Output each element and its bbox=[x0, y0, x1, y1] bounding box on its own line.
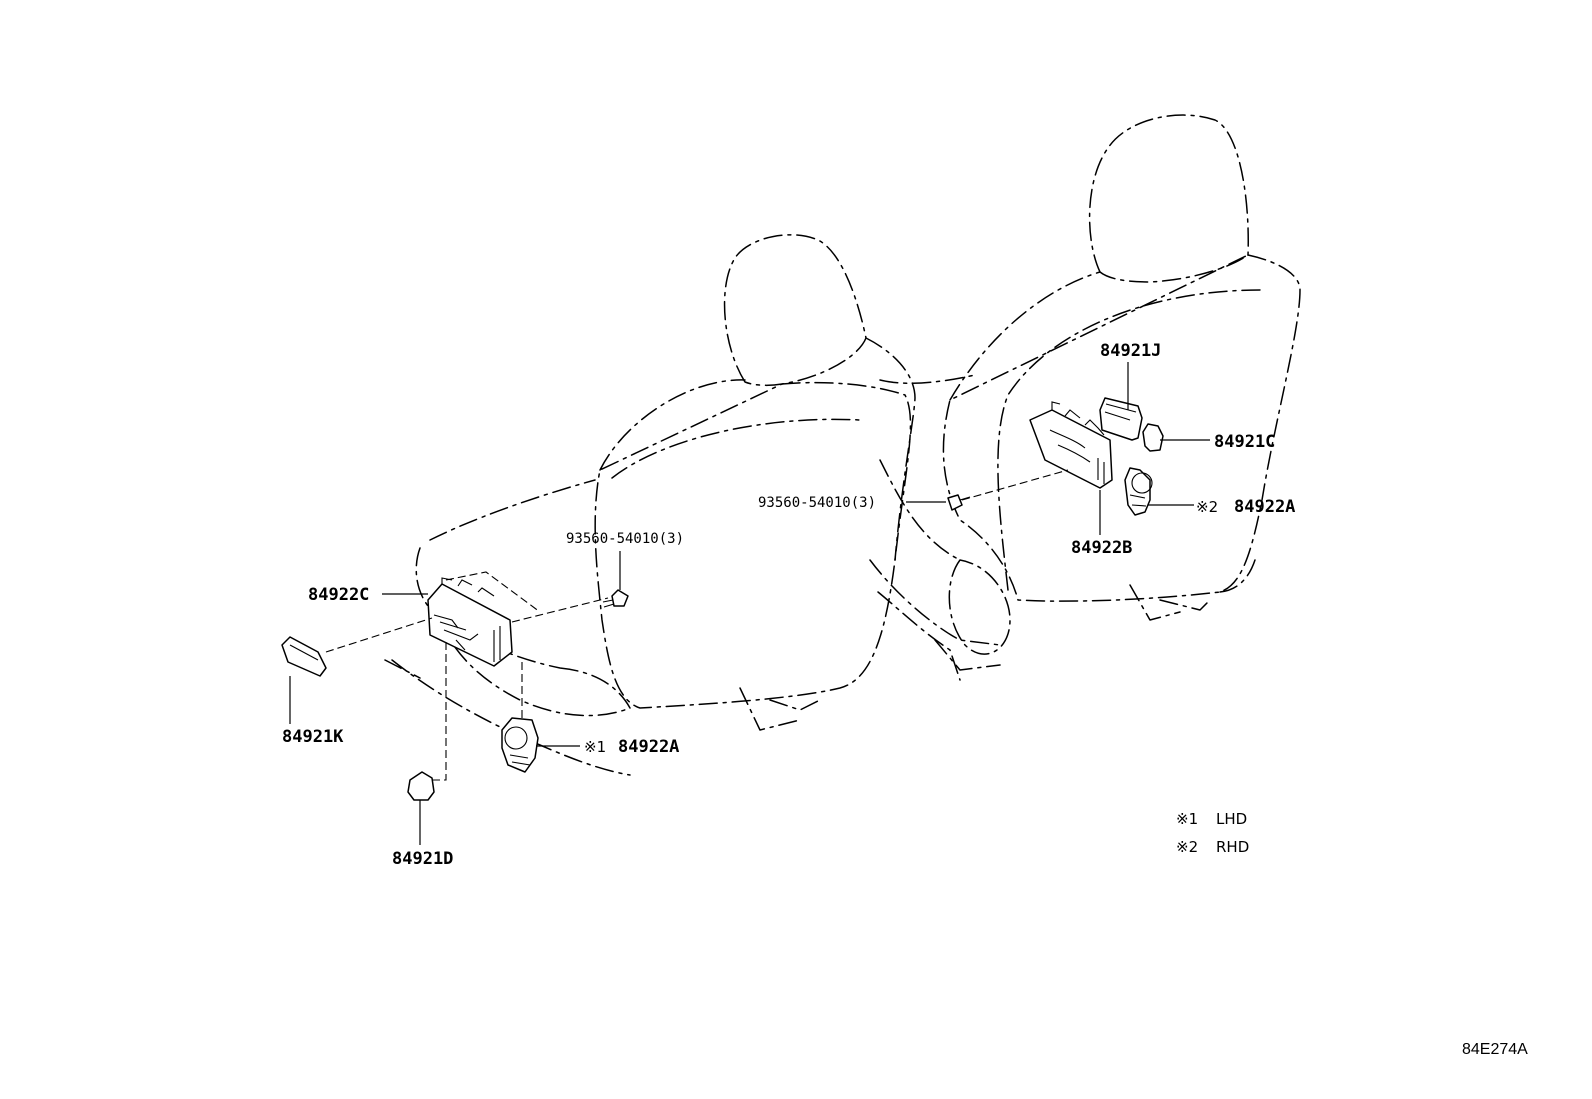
right-seat-headrest bbox=[1088, 114, 1249, 283]
left-seat-rail bbox=[384, 659, 821, 776]
part-84921J-knob bbox=[1099, 397, 1143, 441]
legend-mark-2: ※2 bbox=[1176, 838, 1198, 856]
part-84922B-switch bbox=[1029, 401, 1113, 489]
guide-84921D bbox=[432, 640, 447, 781]
guide-84921K bbox=[325, 617, 433, 653]
legend-mark-1: ※1 bbox=[1176, 810, 1198, 828]
left-seat-side-bolster bbox=[865, 337, 916, 561]
left-seat-headrest bbox=[723, 234, 867, 387]
left-seat-backrest bbox=[594, 379, 912, 709]
right-seat-cushion-front bbox=[948, 559, 1011, 655]
guide-84922C-top bbox=[445, 571, 541, 613]
guide-bolt-right bbox=[961, 469, 1069, 501]
label-84921C: 84921C bbox=[1214, 432, 1275, 452]
marker-lhd: ※1 bbox=[584, 738, 606, 756]
right-seat-cushion-base bbox=[877, 591, 961, 681]
label-84922B: 84922B bbox=[1071, 538, 1132, 558]
right-seat-back-lower bbox=[1219, 559, 1256, 593]
part-84922C-switch bbox=[427, 577, 513, 667]
right-seat-outline bbox=[869, 114, 1301, 681]
label-84922C: 84922C bbox=[308, 585, 369, 605]
part-84922A-lhd-switch bbox=[501, 717, 539, 773]
right-seat-rail bbox=[934, 584, 1211, 671]
label-84921J: 84921J bbox=[1100, 341, 1161, 361]
label-84921K: 84921K bbox=[282, 727, 344, 747]
part-84922A-rhd-switch bbox=[1124, 467, 1153, 516]
label-bolt-left: 93560-54010(3) bbox=[566, 531, 684, 547]
right-seat-backrest bbox=[942, 254, 1301, 602]
part-84921D-knob bbox=[407, 771, 435, 801]
label-84922A-rhd: 84922A bbox=[1234, 497, 1295, 517]
label-bolt-right: 93560-54010(3) bbox=[758, 495, 876, 511]
marker-rhd: ※2 bbox=[1196, 498, 1218, 516]
label-84921D: 84921D bbox=[392, 849, 453, 869]
right-seat-cushion bbox=[869, 374, 1001, 646]
part-bolt-right bbox=[947, 494, 971, 511]
part-84921K-knob bbox=[281, 636, 327, 677]
part-bolt-left bbox=[602, 589, 629, 608]
legend: ※1 LHD ※2 RHD bbox=[1176, 810, 1249, 856]
legend-text-lhd: LHD bbox=[1216, 810, 1247, 828]
right-seat-backrest-inner bbox=[997, 289, 1261, 591]
part-84921C-knob bbox=[1142, 423, 1164, 452]
reference-code: 84E274A bbox=[1462, 1041, 1528, 1058]
label-84922A-lhd: 84922A bbox=[618, 737, 679, 757]
guide-bolt-left bbox=[511, 597, 609, 623]
legend-text-rhd: RHD bbox=[1216, 838, 1249, 856]
left-seat-cushion-front bbox=[439, 617, 631, 717]
left-seat-backrest-inner bbox=[611, 418, 861, 479]
